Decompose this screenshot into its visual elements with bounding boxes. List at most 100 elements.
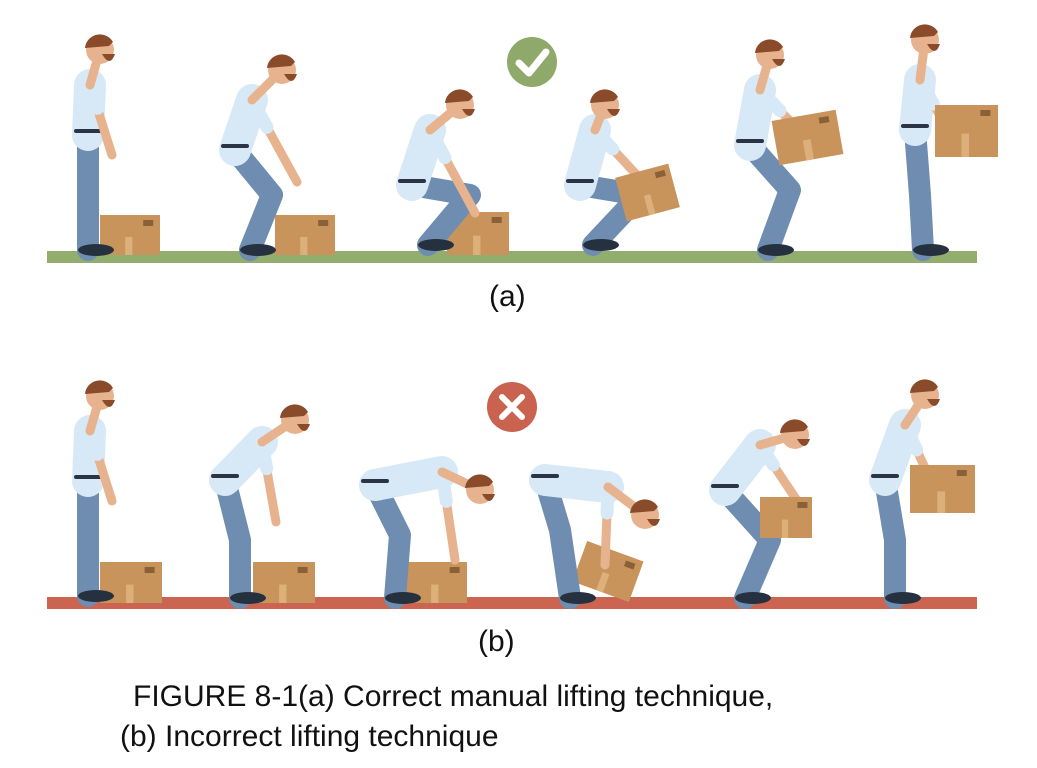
beard: [927, 399, 940, 406]
box-symbols: [144, 567, 155, 573]
hair: [910, 379, 938, 393]
person-figure: [359, 456, 495, 609]
box-symbols: [449, 567, 460, 573]
hair: [910, 24, 938, 38]
hair: [85, 380, 113, 394]
shoe: [418, 239, 454, 251]
leg: [874, 469, 906, 609]
box-tape: [961, 133, 970, 157]
sleeve: [255, 435, 274, 476]
box-tape: [596, 571, 610, 593]
person-figure: [396, 89, 481, 256]
box-tape: [781, 519, 789, 538]
cardboard-box: [910, 465, 975, 513]
check-mark: [515, 48, 550, 77]
box-body: [572, 541, 644, 602]
box-tape: [126, 584, 134, 603]
torso-shirt: [709, 429, 776, 506]
box-symbols: [818, 116, 830, 124]
box-symbols: [797, 502, 808, 508]
box-tape: [125, 237, 133, 255]
beard: [647, 519, 660, 526]
beard: [102, 400, 115, 407]
cross-mark: [499, 394, 525, 420]
shoe: [240, 244, 276, 256]
beard: [284, 74, 297, 81]
shoe: [913, 244, 949, 256]
box-symbols: [980, 110, 991, 116]
shoe: [230, 592, 266, 604]
sleeve: [245, 93, 274, 134]
box-symbols: [654, 169, 666, 179]
shoe: [758, 244, 794, 256]
shoe: [385, 592, 421, 604]
leg: [714, 479, 781, 609]
person-figure: [219, 54, 302, 261]
person-figure: [529, 464, 660, 609]
torso-shirt: [209, 426, 278, 496]
hair: [630, 499, 658, 513]
hair: [590, 89, 618, 103]
torso-shirt: [564, 114, 611, 201]
ground-line-b: [47, 597, 977, 609]
box-symbols: [318, 220, 329, 226]
torso-shirt: [869, 409, 921, 496]
cardboard-box: [615, 163, 680, 222]
beard: [462, 109, 475, 116]
sleeve: [423, 123, 452, 165]
torso-shirt: [529, 464, 624, 503]
caption-line-2: (b) Incorrect lifting technique: [120, 720, 499, 753]
hair: [755, 39, 783, 53]
cardboard-box: [572, 541, 644, 602]
hair: [465, 474, 493, 488]
panel-a-label: (a): [489, 280, 526, 313]
leg: [534, 469, 581, 609]
cross-icon: [487, 382, 537, 432]
beard: [927, 44, 940, 51]
beard: [102, 54, 115, 61]
hair: [280, 404, 308, 418]
torso-shirt: [359, 456, 458, 501]
cardboard-box: [447, 212, 509, 255]
shoe: [885, 592, 921, 604]
shoe: [560, 592, 596, 604]
shoe: [78, 590, 114, 602]
person-figure: [72, 34, 117, 261]
box-symbols: [143, 220, 154, 226]
person-figure: [564, 89, 653, 256]
box-body: [771, 109, 844, 166]
box-tape: [473, 235, 481, 255]
box-tape: [802, 139, 814, 161]
beard: [482, 494, 495, 501]
leg: [364, 474, 411, 609]
box-symbols: [491, 217, 502, 223]
hair: [445, 89, 473, 103]
torso-shirt: [396, 114, 446, 201]
beard: [297, 424, 310, 431]
hair: [267, 54, 295, 68]
box-tape: [937, 491, 946, 513]
box-symbols: [623, 560, 636, 570]
box-tape: [643, 194, 656, 216]
caption-line-1: FIGURE 8-1(a) Correct manual lifting tec…: [133, 680, 774, 713]
sleeve: [753, 83, 787, 118]
person-figure: [899, 24, 965, 261]
shoe: [735, 592, 771, 604]
hair: [780, 419, 808, 433]
sleeve: [898, 418, 924, 457]
person-figure: [72, 380, 117, 607]
cardboard-box: [771, 109, 844, 166]
torso-shirt: [734, 74, 776, 161]
box-symbols: [297, 567, 308, 573]
sleeve: [913, 73, 940, 111]
leg: [739, 134, 801, 261]
shoe: [583, 239, 619, 251]
ground-line-a: [47, 251, 977, 263]
cardboard-box: [275, 215, 335, 255]
check-badge: [507, 37, 557, 87]
box-tape: [431, 584, 439, 603]
cardboard-box: [935, 105, 998, 157]
box-tape: [300, 237, 308, 255]
